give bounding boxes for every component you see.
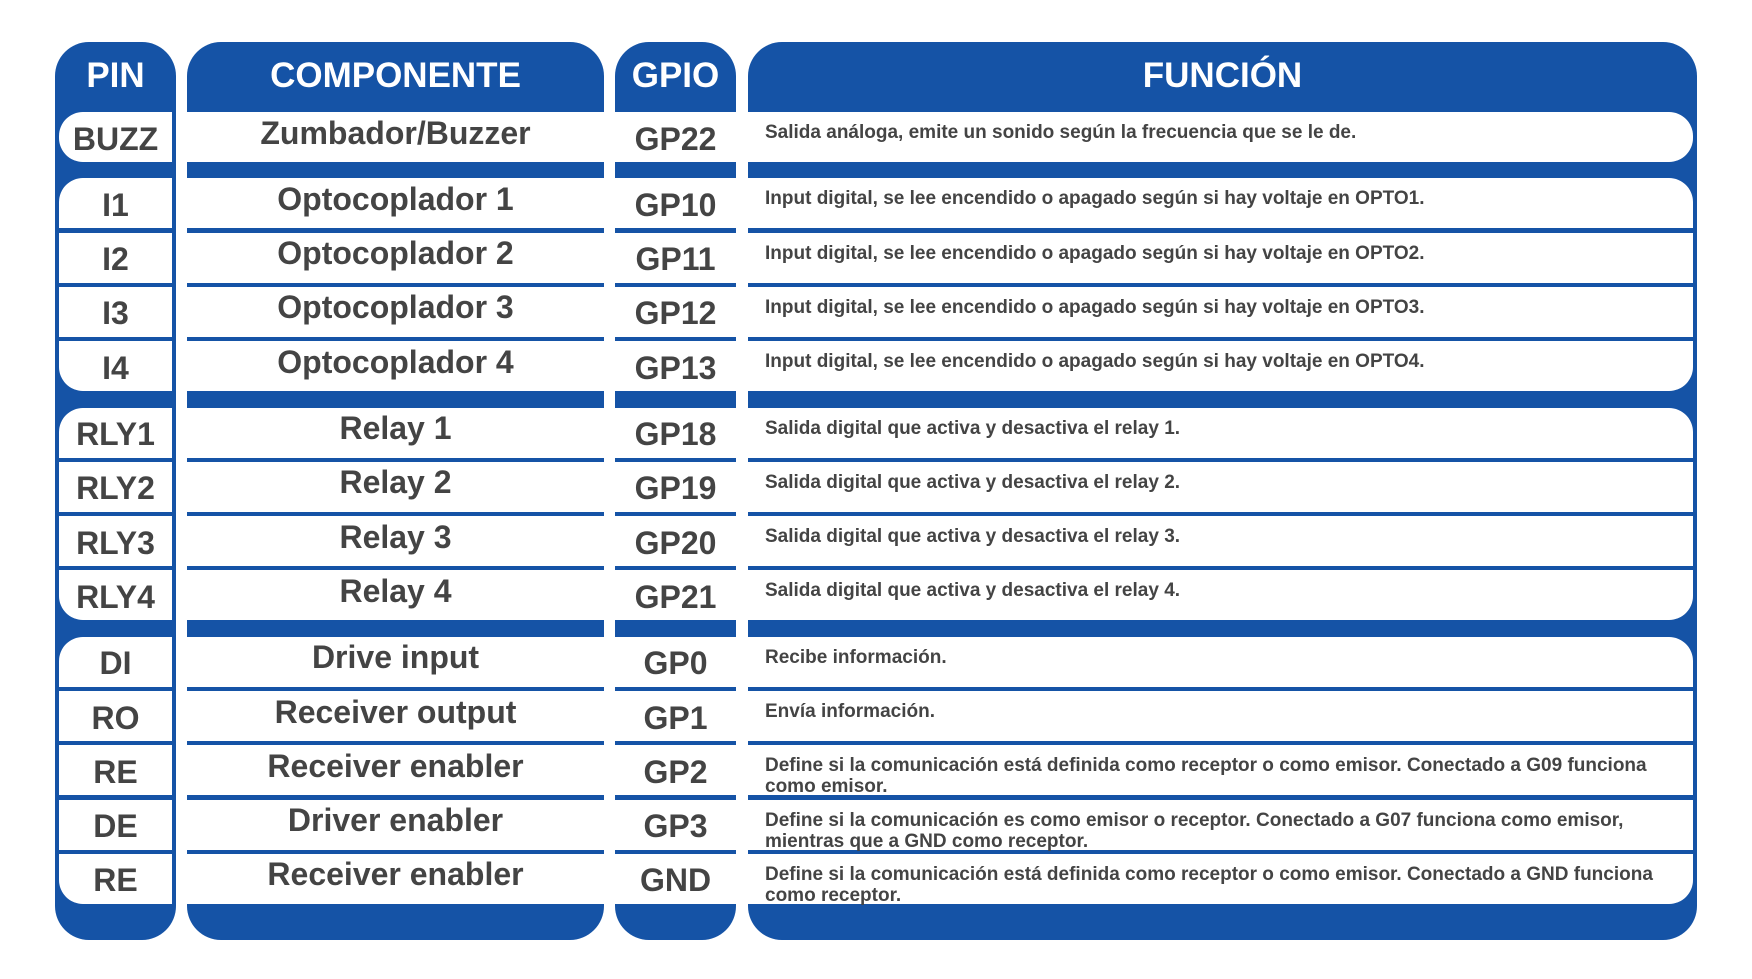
cell-gpio: GP0 — [615, 636, 736, 687]
cell-gpio: GP13 — [615, 341, 736, 392]
cell-componente: Receiver enabler — [187, 745, 604, 796]
cell-gpio: GP1 — [615, 691, 736, 741]
cell-componente: Driver enabler — [187, 799, 604, 850]
cell-componente: Receiver enabler — [187, 853, 604, 904]
cell-pin: RLY4 — [59, 570, 172, 621]
cell-componente: Optocoplador 3 — [187, 286, 604, 337]
cell-funcion: Input digital, se lee encendido o apagad… — [748, 232, 1693, 283]
cell-componente: Zumbador/Buzzer — [187, 112, 604, 162]
cell-pin: BUZZ — [59, 112, 172, 162]
cell-pin: RE — [59, 853, 172, 904]
cell-pin: DI — [59, 636, 172, 687]
cell-componente: Relay 2 — [187, 461, 604, 512]
cell-funcion: Input digital, se lee encendido o apagad… — [748, 286, 1693, 337]
cell-funcion: Salida digital que activa y desactiva el… — [748, 407, 1693, 458]
cell-funcion: Input digital, se lee encendido o apagad… — [748, 178, 1693, 229]
cell-funcion: Define si la comunicación está definida … — [748, 745, 1693, 797]
cell-gpio: GND — [615, 853, 736, 904]
cell-pin: RLY1 — [59, 407, 172, 458]
cell-componente: Relay 4 — [187, 570, 604, 621]
cell-gpio: GP10 — [615, 178, 736, 229]
header-pin: PIN — [86, 56, 145, 95]
cell-gpio: GP19 — [615, 461, 736, 512]
cell-pin: I3 — [59, 286, 172, 337]
cell-pin: RLY3 — [59, 516, 172, 567]
cell-componente: Optocoplador 2 — [187, 232, 604, 283]
header-gpio: GPIO — [631, 56, 720, 95]
cell-pin: I4 — [59, 341, 172, 392]
header-componente: COMPONENTE — [270, 56, 521, 95]
cell-pin: DE — [59, 799, 172, 850]
cell-pin: RE — [59, 745, 172, 796]
cell-gpio: GP18 — [615, 407, 736, 458]
cell-funcion: Salida digital que activa y desactiva el… — [748, 461, 1693, 512]
cell-componente: Optocoplador 4 — [187, 341, 604, 392]
cell-funcion: Define si la comunicación es como emisor… — [748, 799, 1693, 852]
header-funcion: FUNCIÓN — [1142, 56, 1303, 95]
cell-funcion: Input digital, se lee encendido o apagad… — [748, 341, 1693, 392]
cell-gpio: GP11 — [615, 232, 736, 283]
cell-gpio: GP12 — [615, 286, 736, 337]
cell-funcion: Salida análoga, emite un sonido según la… — [748, 112, 1693, 162]
cell-pin: I1 — [59, 178, 172, 229]
cell-gpio: GP21 — [615, 570, 736, 621]
cell-funcion: Define si la comunicación está definida … — [748, 853, 1693, 906]
cell-funcion: Salida digital que activa y desactiva el… — [748, 516, 1693, 567]
cell-pin: RO — [59, 691, 172, 741]
cell-funcion: Envía información. — [748, 691, 1693, 741]
cell-gpio: GP2 — [615, 745, 736, 796]
cell-componente: Optocoplador 1 — [187, 178, 604, 229]
cell-componente: Relay 1 — [187, 407, 604, 458]
cell-pin: RLY2 — [59, 461, 172, 512]
cell-componente: Relay 3 — [187, 516, 604, 567]
cell-gpio: GP3 — [615, 799, 736, 850]
cell-gpio: GP20 — [615, 516, 736, 567]
cell-componente: Receiver output — [187, 691, 604, 741]
cell-pin: I2 — [59, 232, 172, 283]
cell-funcion: Salida digital que activa y desactiva el… — [748, 570, 1693, 621]
cell-componente: Drive input — [187, 636, 604, 687]
cell-gpio: GP22 — [615, 112, 736, 162]
cell-funcion: Recibe información. — [748, 636, 1693, 687]
